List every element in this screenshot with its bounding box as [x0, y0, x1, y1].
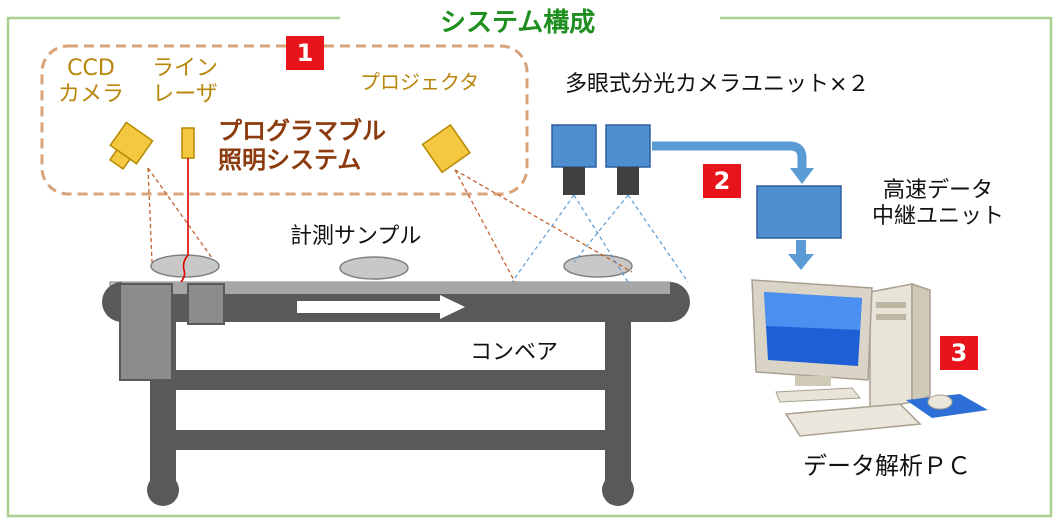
programmable-lighting-label: プログラマブル 照明システム	[218, 117, 386, 175]
ccd-camera-icon	[108, 121, 154, 171]
relay-unit-label-line2: 中継ユニット	[872, 204, 1005, 230]
badge-2: 2	[703, 164, 741, 198]
projector-ray-left	[454, 169, 516, 283]
ccd-camera-label-line2: カメラ	[58, 82, 125, 108]
ccd-camera-label: CCD カメラ	[58, 56, 124, 109]
projector-ray-right	[454, 169, 633, 273]
line-laser-label: ライン レーザ	[152, 56, 218, 109]
line-laser-icon	[181, 127, 195, 159]
spectral-camera-icon-2	[605, 124, 651, 168]
data-arrow-head-1	[790, 168, 814, 184]
projector-icon	[421, 123, 471, 174]
conveyor-crossbar-bottom	[176, 430, 605, 450]
conveyor-guide-box	[187, 283, 225, 325]
relay-unit-label-line1: 高速データ	[883, 178, 994, 203]
camera2-view-left	[573, 194, 629, 263]
spectral-camera-lens-2	[617, 167, 639, 195]
projector-label: プロジェクタ	[360, 70, 480, 94]
diagram-title: システム構成	[440, 8, 596, 38]
relay-unit-label: 高速データ 中継ユニット	[872, 178, 1004, 231]
programmable-lighting-label-line2: 照明システム	[218, 145, 362, 174]
conveyor-wheel-right	[602, 474, 634, 506]
conveyor-label: コンベア	[470, 340, 559, 365]
programmable-lighting-label-line1: プログラマブル	[218, 117, 386, 145]
conveyor-crossbar-top	[176, 370, 605, 390]
badge-3: 3	[940, 336, 978, 370]
line-laser-label-line1: ライン	[152, 56, 219, 81]
analysis-pc-label: データ解析ＰＣ	[803, 452, 971, 480]
data-arrow-icon-1	[652, 141, 807, 170]
data-arrow-icon-2	[796, 240, 806, 256]
conveyor-wheel-left	[147, 474, 179, 506]
pc-icon	[751, 279, 988, 437]
camera1-view-left	[511, 194, 575, 283]
ccd-view-line-right	[147, 167, 213, 259]
ccd-camera-label-line1: CCD	[67, 56, 115, 81]
sample-label: 計測サンプル	[290, 224, 422, 249]
relay-unit-icon	[756, 185, 842, 239]
spectral-camera-icon-1	[551, 124, 597, 168]
sample-ellipse-1	[150, 254, 220, 278]
multi-camera-label: 多眼式分光カメラユニット×２	[565, 72, 870, 97]
outer-frame	[6, 16, 1053, 518]
conveyor-direction-arrow-icon	[297, 295, 465, 319]
data-arrow-head-2	[788, 254, 814, 270]
camera2-view-right	[627, 194, 689, 283]
camera1-view-right	[573, 194, 629, 283]
badge-1: 1	[286, 36, 324, 70]
ccd-view-line-left	[147, 167, 153, 263]
laser-beam-line	[180, 158, 189, 283]
lighting-system-box	[40, 44, 529, 196]
conveyor-leg-right	[605, 322, 631, 482]
conveyor-belt-surface	[122, 282, 670, 294]
sample-ellipse-2	[339, 256, 409, 280]
conveyor-motor-box	[119, 283, 173, 381]
spectral-camera-lens-1	[563, 167, 585, 195]
line-laser-label-line2: レーザ	[152, 82, 218, 108]
